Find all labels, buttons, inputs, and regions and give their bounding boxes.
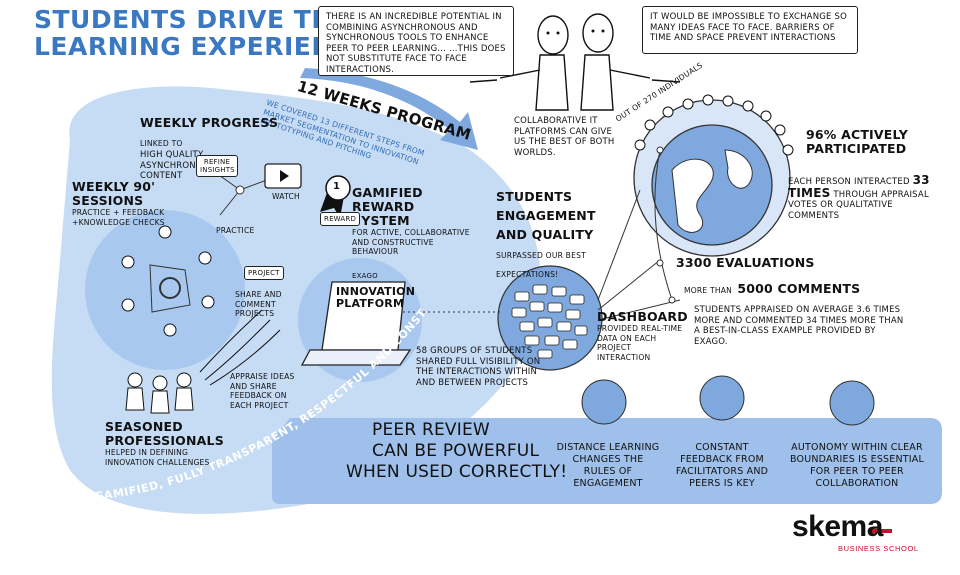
appraised-text: STUDENTS APPRAISED ON AVERAGE 3.6 TIMES … xyxy=(694,305,904,347)
weekly-sessions-text: PRACTICE + FEEDBACK +KNOWLEDGE CHECKS xyxy=(72,208,165,227)
evaluations-count: 3300 EVALUATIONS xyxy=(676,255,815,270)
weekly-sessions-block: WEEKLY 90' SESSIONS PRACTICE + FEEDBACK … xyxy=(72,180,192,227)
speaker-eyes xyxy=(546,29,605,35)
reward-label: REWARD xyxy=(320,212,361,226)
platform-name: INNOVATION PLATFORM xyxy=(336,285,416,310)
globe-continents xyxy=(671,149,753,233)
speech-bubble-right: IT WOULD BE IMPOSSIBLE TO EXCHANGE SO MA… xyxy=(642,6,858,54)
connector-lines xyxy=(398,149,681,321)
collaborative-platforms-note: COLLABORATIVE IT PLATFORMS CAN GIVE US T… xyxy=(514,116,615,158)
engagement-block: STUDENTS ENGAGEMENT AND QUALITY SURPASSE… xyxy=(496,186,606,281)
practice-label: PRACTICE xyxy=(216,226,255,235)
peer-review-block: PEER REVIEW CAN BE POWERFUL WHEN USED CO… xyxy=(346,420,567,483)
peer-review-line-3: WHEN USED CORRECTLY! xyxy=(346,462,568,482)
dashboard-text: PROVIDED REAL-TIME DATA ON EACH PROJECT … xyxy=(597,324,683,362)
dashboard-comments xyxy=(511,284,588,359)
program-arrow xyxy=(300,68,478,150)
project-card: PROJECT xyxy=(244,266,284,280)
weekly-sessions-title: WEEKLY 90' SESSIONS xyxy=(72,179,156,208)
speech-bubble-left: THERE IS AN INCREDIBLE POTENTIAL IN COMB… xyxy=(318,6,514,76)
comments-pre: MORE THAN xyxy=(684,286,733,295)
active-participation: 96% ACTIVELY PARTICIPATED xyxy=(806,127,908,156)
appraise-text: APPRAISE IDEAS AND SHARE FEEDBACK ON EAC… xyxy=(230,372,295,410)
feedback-arrows xyxy=(199,309,281,386)
refine-insights-label: REFINE INSIGHTS xyxy=(196,155,238,177)
watch-label: WATCH xyxy=(272,192,300,201)
weekly-progress-linked: LINKED TO xyxy=(140,139,183,148)
sessions-circle xyxy=(85,210,245,370)
gamified-block: GAMIFIED REWARD SYSTEM FOR ACTIVE, COLLA… xyxy=(352,186,472,257)
comments-count: 5000 COMMENTS xyxy=(737,281,861,296)
medal-number: 1 xyxy=(333,181,341,192)
weekly-progress-title: WEEKLY PROGRESS xyxy=(140,115,279,130)
share-comment-text: SHARE AND COMMENT PROJECTS xyxy=(235,290,282,318)
gamified-title: GAMIFIED REWARD SYSTEM xyxy=(352,185,423,228)
medal-icon xyxy=(320,175,351,218)
video-icon xyxy=(264,163,302,189)
seasoned-text: HELPED IN DEFINING INNOVATION CHALLENGES xyxy=(105,448,210,467)
session-people xyxy=(121,225,215,337)
peer-review-line-1: PEER REVIEW xyxy=(372,420,490,440)
interaction-post: THROUGH APPRAISAL VOTES OR QUALITATIVE C… xyxy=(788,189,929,221)
peer-review-band xyxy=(272,418,942,504)
autonomy-icon xyxy=(829,380,875,426)
engagement-title: STUDENTS ENGAGEMENT AND QUALITY xyxy=(496,189,596,242)
seasoned-title: SEASONED PROFESSIONALS xyxy=(105,419,224,448)
dashboard-title: DASHBOARD xyxy=(597,309,688,324)
dashboard-block: DASHBOARD PROVIDED REAL-TIME DATA ON EAC… xyxy=(597,309,688,362)
engagement-text: SURPASSED OUR BEST EXPECTATIONS! xyxy=(496,251,586,279)
skema-logo: skema xyxy=(792,510,883,543)
weekly-progress-block: WEEKLY PROGRESS LINKED TO HIGH QUALITY A… xyxy=(140,112,300,182)
feedback-icon xyxy=(699,375,745,421)
interaction-text: EACH PERSON INTERACTED 33 TIMES THROUGH … xyxy=(788,173,943,221)
lesson-distance: DISTANCE LEARNING CHANGES THE RULES OF E… xyxy=(556,442,660,489)
distance-learning-icon xyxy=(581,379,627,425)
speaker-figures xyxy=(469,13,681,111)
weekly-progress-text: HIGH QUALITY ASYNCHRONOUS CONTENT xyxy=(140,150,215,181)
connector-dots xyxy=(656,146,676,304)
seasoned-block: SEASONED PROFESSIONALS HELPED IN DEFININ… xyxy=(105,420,275,467)
title-line-2: LEARNING EXPERIENCE xyxy=(34,32,370,61)
gamified-text: FOR ACTIVE, COLLABORATIVE AND CONSTRUCTI… xyxy=(352,228,470,256)
peer-review-line-2: CAN BE POWERFUL xyxy=(372,441,540,461)
interaction-times: 33 TIMES xyxy=(788,173,930,200)
lesson-feedback: CONSTANT FEEDBACK FROM FACILITATORS AND … xyxy=(675,442,769,489)
interaction-pre: EACH PERSON INTERACTED xyxy=(788,177,910,187)
lesson-autonomy: AUTONOMY WITHIN CLEAR BOUNDARIES IS ESSE… xyxy=(789,442,924,489)
platform-brand: EXAGO xyxy=(352,272,378,280)
main-blob xyxy=(51,86,541,514)
logo-subtitle: BUSINESS SCHOOL xyxy=(838,544,919,553)
laptop-icon xyxy=(300,281,412,366)
groups-text: 58 GROUPS OF STUDENTS SHARED FULL VISIBI… xyxy=(416,346,541,388)
professional-people xyxy=(125,372,194,414)
globe-people xyxy=(634,94,794,156)
comments-line: MORE THAN 5000 COMMENTS xyxy=(684,278,860,297)
logo-accent xyxy=(870,529,892,533)
